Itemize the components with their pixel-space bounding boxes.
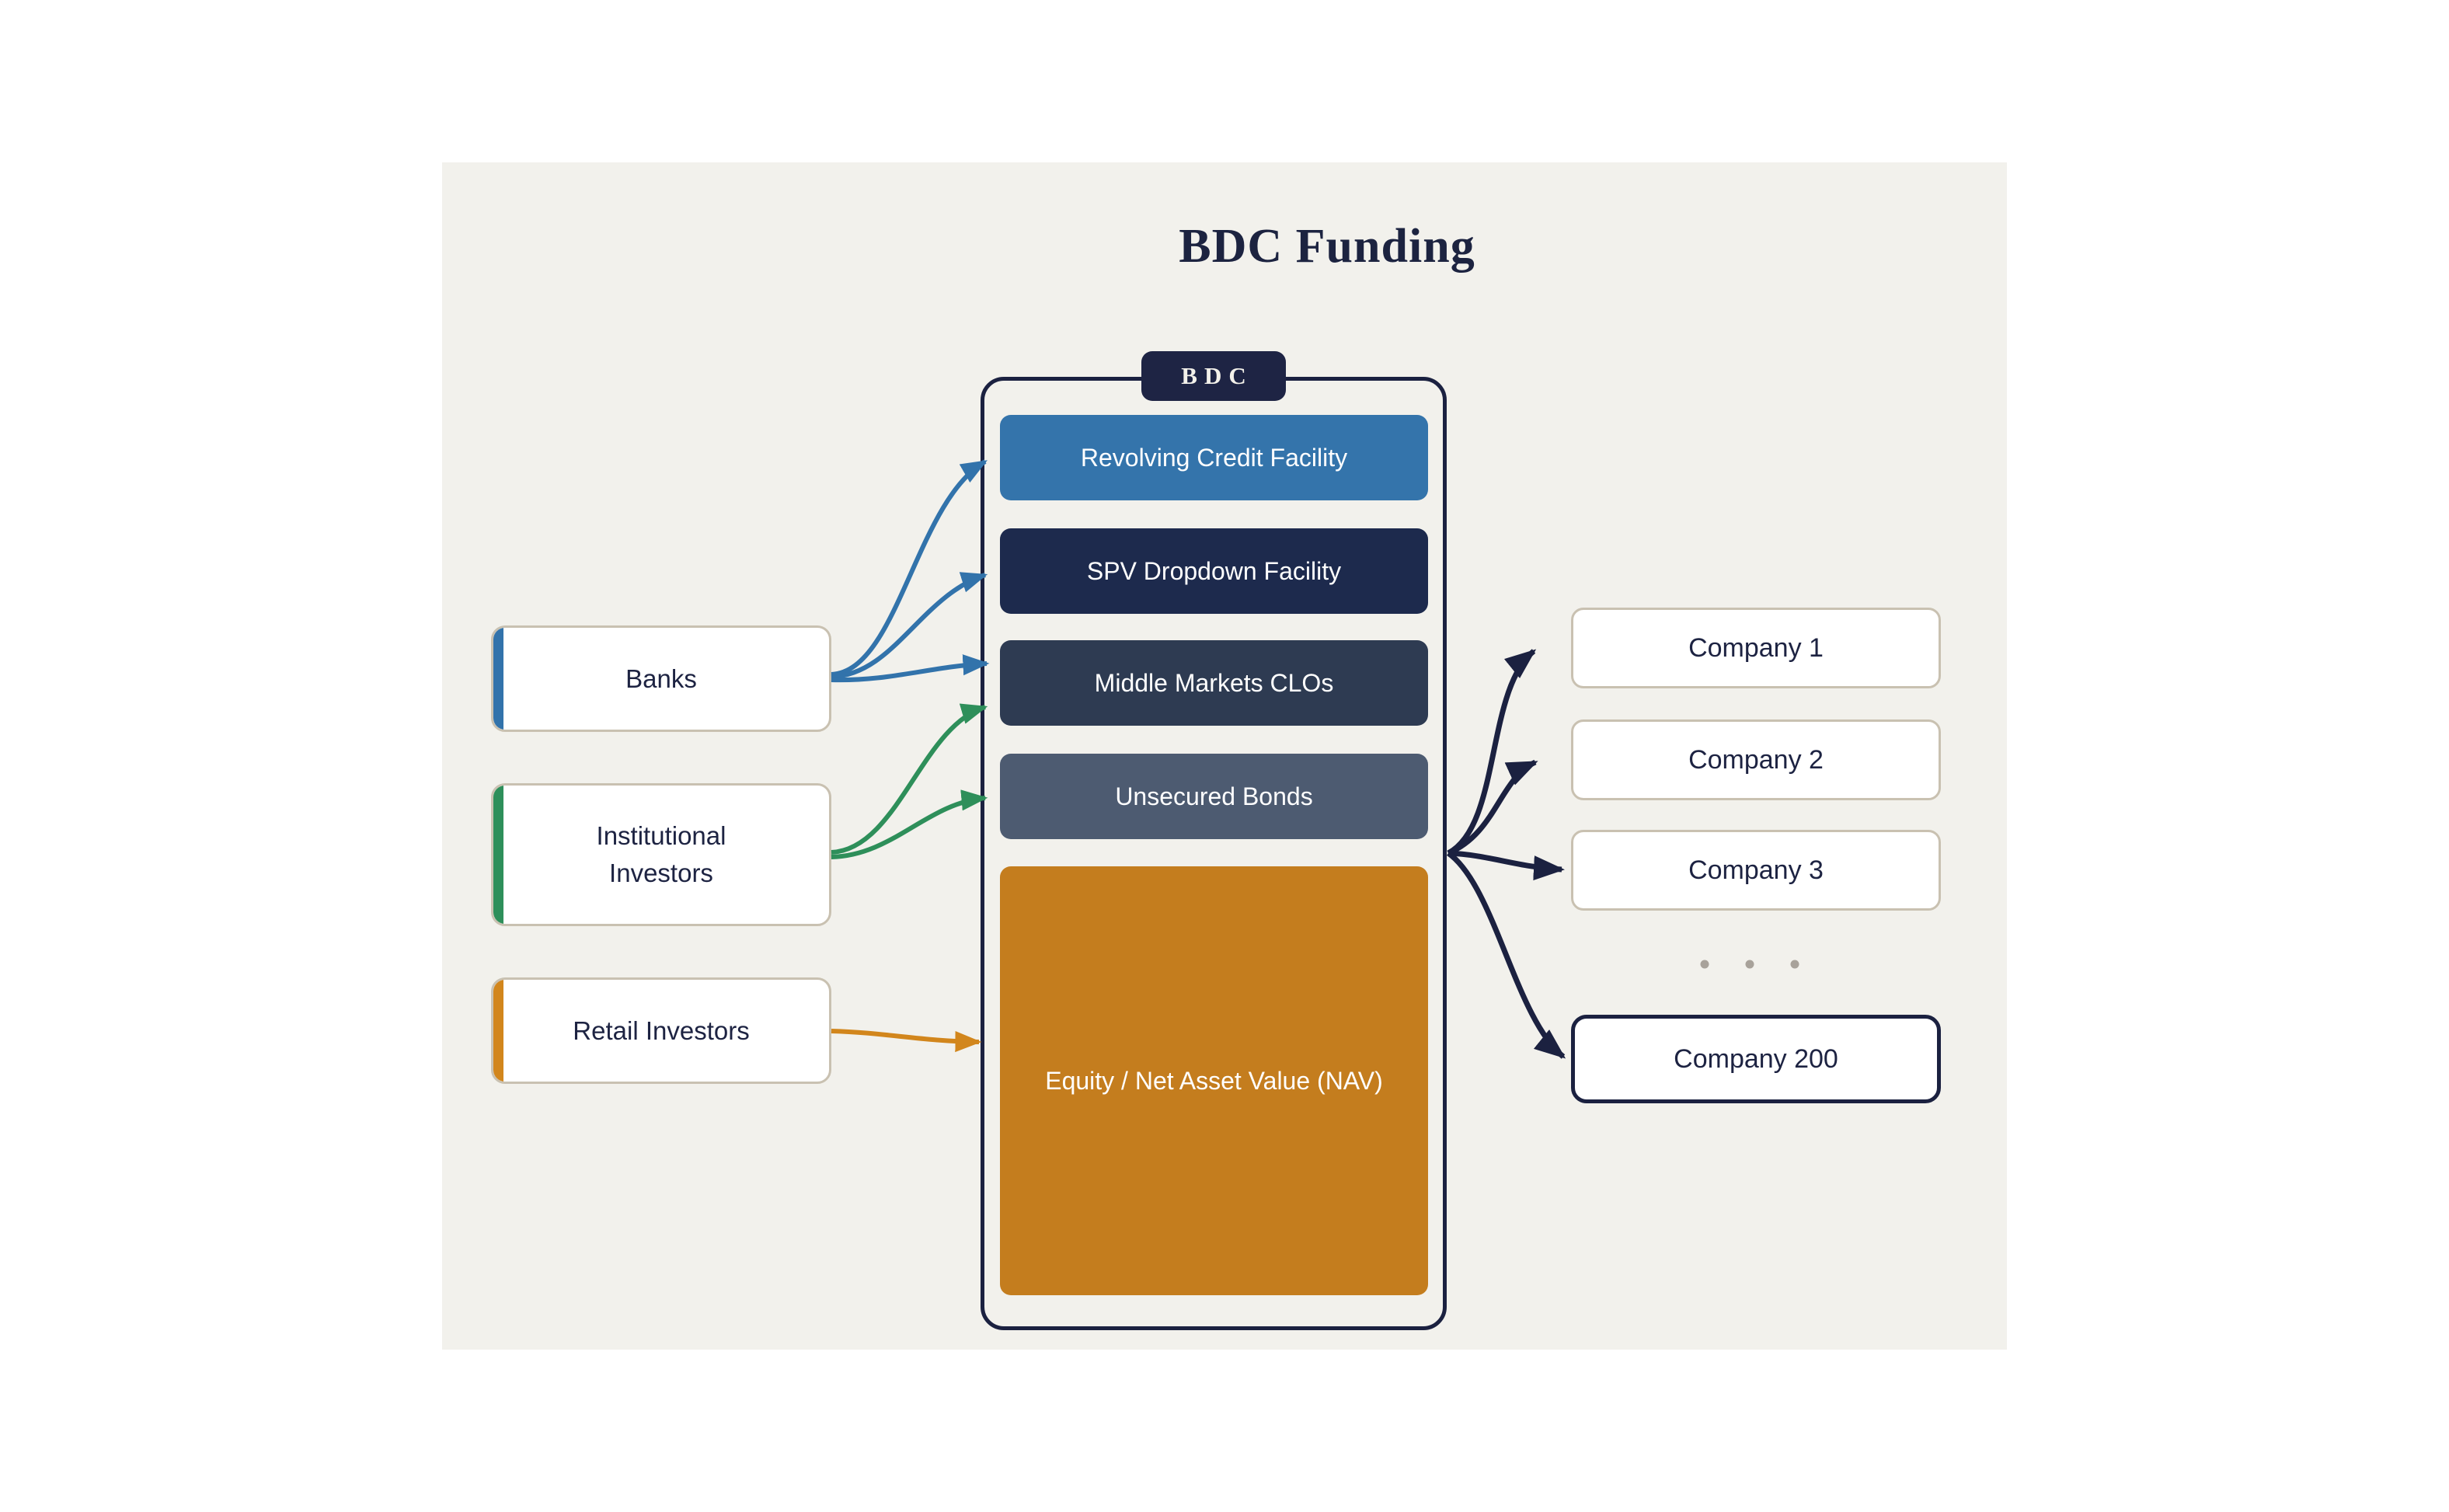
accent-bar <box>493 980 503 1082</box>
node-label: Retail Investors <box>573 1016 750 1045</box>
node-company-3: Company 3 <box>1571 830 1941 911</box>
node-label: Banks <box>625 664 697 693</box>
node-company-1: Company 1 <box>1571 608 1941 688</box>
node-label: Company 1 <box>1688 632 1824 663</box>
node-unsecured-bonds: Unsecured Bonds <box>1000 754 1428 839</box>
node-spv-dropdown-facility: SPV Dropdown Facility <box>1000 528 1428 614</box>
accent-bar <box>493 628 503 730</box>
bdc-badge: BDC <box>1141 351 1286 401</box>
node-company-2: Company 2 <box>1571 719 1941 800</box>
node-institutional-investors: Institutional Investors <box>491 783 831 926</box>
node-banks: Banks <box>491 625 831 732</box>
node-label: Company 3 <box>1688 855 1824 885</box>
node-middle-markets-clos: Middle Markets CLOs <box>1000 640 1428 726</box>
node-label: Revolving Credit Facility <box>1080 443 1348 472</box>
node-label: Institutional Investors <box>596 821 726 887</box>
node-label: Company 2 <box>1688 744 1824 775</box>
accent-bar <box>493 786 503 924</box>
node-label: Unsecured Bonds <box>1115 782 1313 810</box>
node-revolving-credit-facility: Revolving Credit Facility <box>1000 415 1428 500</box>
node-label: Middle Markets CLOs <box>1094 668 1334 697</box>
node-label: Company 200 <box>1674 1043 1838 1074</box>
node-retail-investors: Retail Investors <box>491 977 831 1084</box>
page-title: BDC Funding <box>1179 220 1475 273</box>
node-company-200: Company 200 <box>1571 1015 1941 1103</box>
node-label: Equity / Net Asset Value (NAV) <box>1045 1066 1383 1095</box>
node-equity-nav: Equity / Net Asset Value (NAV) <box>1000 866 1428 1295</box>
node-label: SPV Dropdown Facility <box>1086 556 1342 585</box>
